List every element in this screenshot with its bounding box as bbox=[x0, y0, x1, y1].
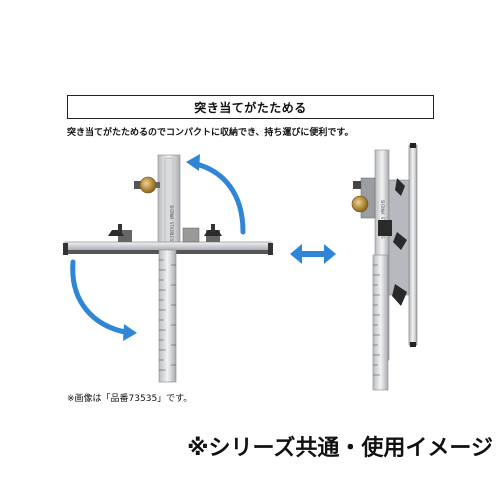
rotate-arrow-icon bbox=[189, 160, 246, 235]
double-arrow-icon bbox=[290, 244, 336, 264]
tool-unfolded: SHINWA STAINLESS bbox=[63, 154, 273, 383]
usage-caption: ※シリーズ共通・使用イメージ bbox=[187, 436, 493, 461]
svg-text:SHINWA STAINLESS: SHINWA STAINLESS bbox=[169, 205, 174, 244]
tool-folded: SHINWA STAINLESS bbox=[351, 143, 418, 391]
section-title: 突き当てがたためる bbox=[67, 95, 434, 119]
description-text: 突き当てがたためるのでコンパクトに収納でき、持ち運びに便利です。 bbox=[67, 128, 354, 138]
image-note: ※画像は「品番73535」です。 bbox=[67, 394, 193, 404]
rotate-arrow-icon bbox=[70, 259, 133, 336]
svg-text:SHINWA STAINLESS: SHINWA STAINLESS bbox=[380, 200, 385, 239]
